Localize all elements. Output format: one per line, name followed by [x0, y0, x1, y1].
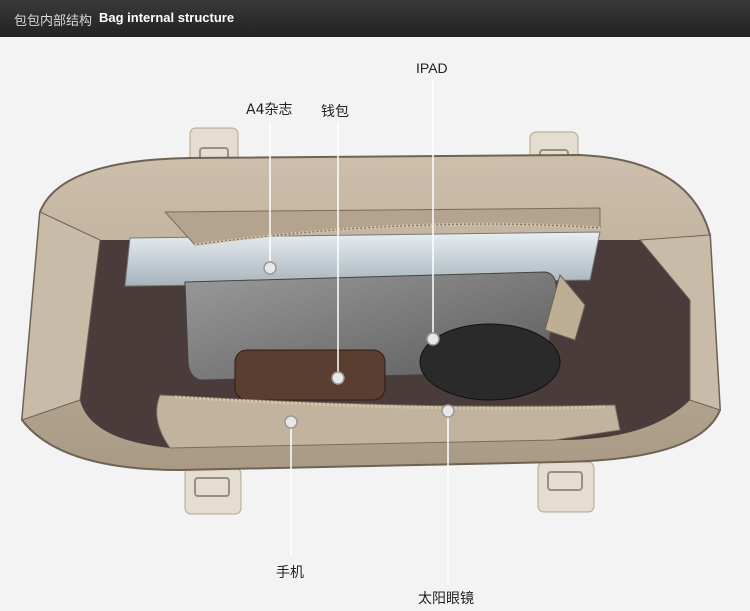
header-title-cn: 包包内部结构: [14, 14, 93, 29]
sunglasses-case: [419, 323, 561, 401]
side-strap: [544, 273, 586, 341]
side-gusset-right: [638, 234, 721, 411]
callout-dot-sunglasses: [441, 404, 455, 418]
handle-bottom-left: [184, 467, 242, 515]
a4-magazine: [124, 231, 601, 287]
label-wallet: 钱包: [321, 104, 349, 120]
header-title-en: Bag internal structure: [99, 10, 235, 25]
handle-bottom-right: [537, 461, 595, 513]
label-phone: 手机: [276, 565, 304, 581]
callout-dot-a4: [263, 261, 277, 275]
side-gusset-left: [21, 211, 101, 421]
label-a4-magazine: A4杂志: [246, 102, 293, 118]
label-sunglasses: 太阳眼镜: [418, 591, 474, 607]
wallet: [234, 349, 386, 401]
callout-dot-ipad: [426, 332, 440, 346]
callout-dot-phone: [284, 415, 298, 429]
label-ipad: IPAD: [416, 60, 448, 76]
header-bar: 包包内部结构 Bag internal structure: [0, 0, 750, 37]
callout-dot-wallet: [331, 371, 345, 385]
